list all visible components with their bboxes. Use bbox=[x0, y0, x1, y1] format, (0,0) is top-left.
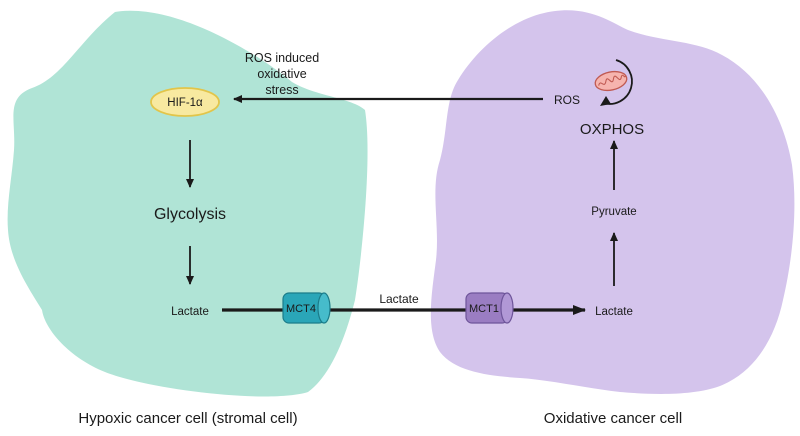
ros-stress-label-line1: ROS induced bbox=[245, 51, 319, 65]
transport-lactate-label: Lactate bbox=[379, 292, 419, 306]
oxidative-lactate-label: Lactate bbox=[595, 306, 633, 318]
hif1a-label: HIF-1α bbox=[167, 97, 203, 109]
oxidative-cell-caption: Oxidative cancer cell bbox=[544, 410, 682, 427]
hypoxic-cell-caption: Hypoxic cancer cell (stromal cell) bbox=[78, 410, 297, 427]
mct1-label: MCT1 bbox=[469, 303, 499, 315]
ros-stress-label-line3: stress bbox=[265, 83, 298, 97]
mct1-transporter: MCT1 bbox=[465, 292, 514, 324]
ros-label: ROS bbox=[554, 93, 580, 107]
hypoxic-lactate-label: Lactate bbox=[171, 306, 209, 318]
mct4-label: MCT4 bbox=[286, 303, 316, 315]
mct4-transporter: MCT4 bbox=[282, 292, 331, 324]
mitochondrion-icon bbox=[594, 59, 633, 106]
hif1a-oval bbox=[150, 87, 220, 117]
oxidative-cell-body bbox=[430, 10, 795, 394]
hypoxic-cell-body bbox=[7, 10, 368, 397]
ros-stress-label-line2: oxidative bbox=[257, 67, 306, 81]
pyruvate-label: Pyruvate bbox=[591, 206, 636, 218]
glycolysis-label: Glycolysis bbox=[154, 206, 226, 223]
oxphos-label: OXPHOS bbox=[580, 121, 644, 138]
